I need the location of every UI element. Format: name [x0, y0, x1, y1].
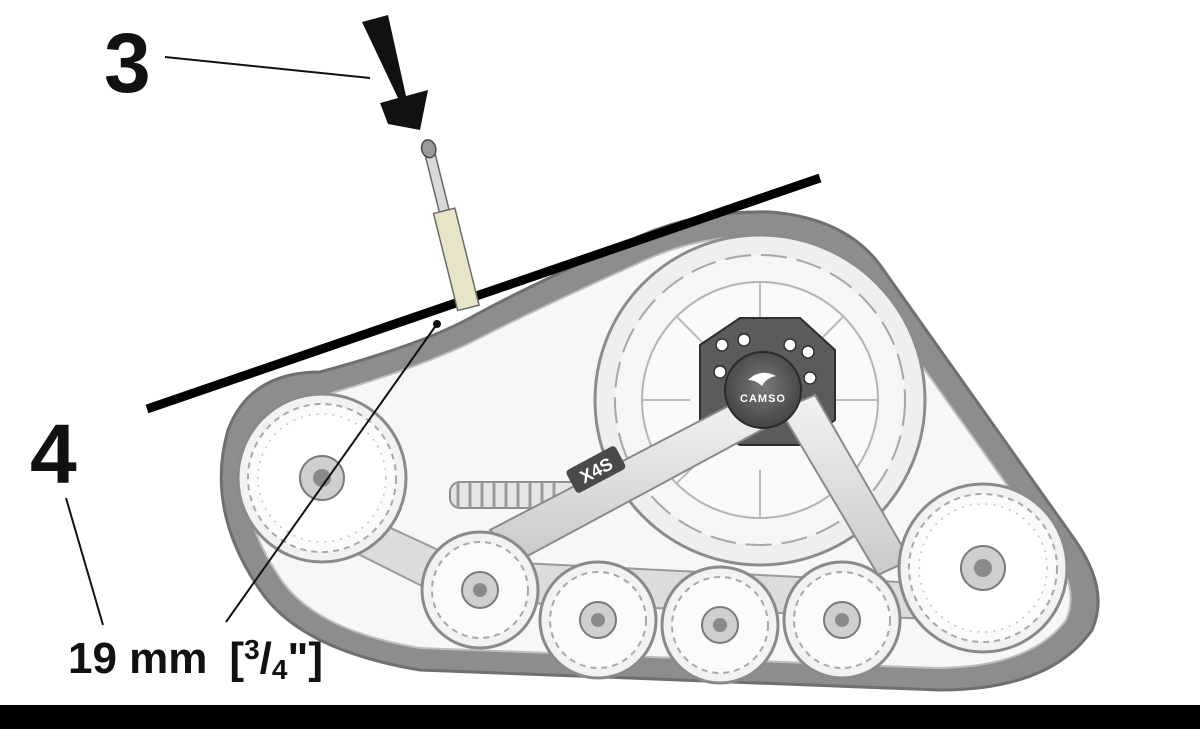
measure-point-dot	[433, 320, 441, 328]
leader-line-4	[65, 497, 104, 626]
fraction-slash: /	[260, 634, 272, 683]
wheel-bogie-1	[420, 530, 540, 650]
leader-line-3	[164, 56, 371, 79]
measurement-label: 19 mm [3/4"]	[68, 634, 323, 685]
wheel-bogie-2	[538, 560, 658, 680]
wheel-bogie-4	[782, 560, 902, 680]
brand-logo-text: CAMSO	[740, 393, 786, 405]
callout-number-4: 4	[30, 407, 77, 501]
ground-line	[0, 705, 1200, 729]
fraction-denominator: 4	[272, 654, 288, 685]
camso-logo-icon	[748, 372, 776, 386]
measuring-gauge-icon	[420, 139, 480, 312]
fraction-numerator: 3	[244, 634, 260, 665]
measurement-bracket-open: [	[229, 634, 244, 683]
straight-edge-bar	[145, 173, 822, 414]
callout-number-3: 3	[104, 16, 151, 110]
measurement-inch-close: "]	[287, 634, 323, 683]
leader-line-measure	[225, 323, 438, 623]
wheel-front-idler	[236, 392, 408, 564]
wheel-bogie-3	[660, 565, 780, 685]
measurement-value: 19 mm	[68, 634, 207, 683]
wheel-rear-idler	[897, 482, 1069, 654]
center-hub: CAMSO	[724, 351, 802, 429]
press-down-arrow-icon	[362, 15, 428, 130]
